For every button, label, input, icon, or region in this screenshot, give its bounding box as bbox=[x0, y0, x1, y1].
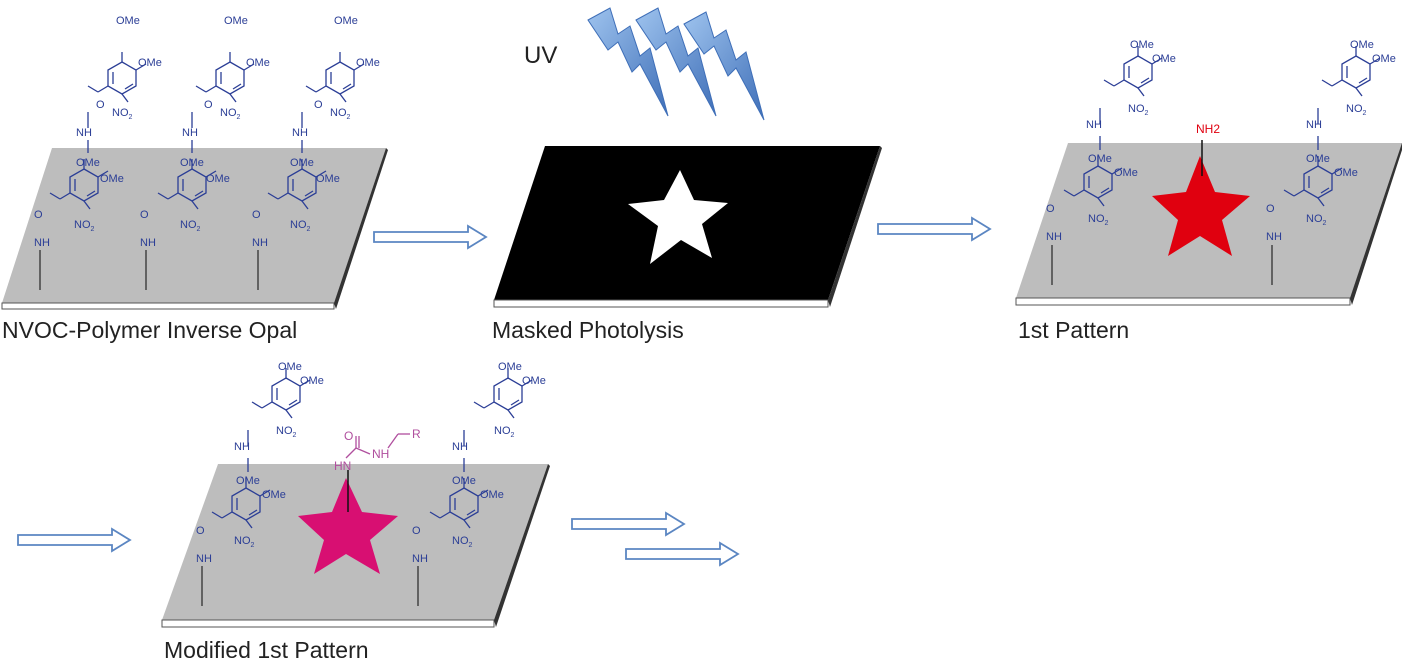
o-label: O bbox=[314, 99, 323, 111]
ome-label: OMe bbox=[356, 57, 380, 69]
ome-label: OMe bbox=[76, 157, 100, 169]
no2-label: NO2 bbox=[1128, 103, 1149, 117]
no2-label: NO2 bbox=[1306, 213, 1327, 227]
nh-label: NH bbox=[76, 127, 92, 139]
panel3-caption: 1st Pattern bbox=[1018, 317, 1129, 343]
o-label: O bbox=[34, 209, 43, 221]
no2-label: NO2 bbox=[1346, 103, 1367, 117]
ome-label: OMe bbox=[290, 157, 314, 169]
no2-label: NO2 bbox=[276, 425, 297, 439]
ome-label: OMe bbox=[480, 489, 504, 501]
nh-label: NH bbox=[1266, 231, 1282, 243]
right-arrow-icon bbox=[625, 542, 739, 566]
ome-label: OMe bbox=[498, 361, 522, 373]
nvoc-molecule-1 bbox=[39, 51, 147, 290]
nvoc-molecule-2 bbox=[145, 51, 255, 290]
panel-first-pattern: OMe OMe NH NO2 OMe OMe NO2 O NH OMe OMe … bbox=[1015, 39, 1402, 343]
ome-label: OMe bbox=[1334, 167, 1358, 179]
nh-label: NH bbox=[1306, 119, 1322, 131]
no2-label: NO2 bbox=[220, 107, 241, 121]
nh-label: NH bbox=[452, 441, 468, 453]
ome-label: OMe bbox=[180, 157, 204, 169]
panel-masked-photolysis: UV Masked Photolysis bbox=[492, 7, 882, 343]
right-arrow-icon bbox=[571, 512, 685, 536]
o-label: O bbox=[1266, 203, 1275, 215]
ome-label: OMe bbox=[452, 475, 476, 487]
ome-label: OMe bbox=[1372, 53, 1396, 65]
ome-label: OMe bbox=[116, 15, 140, 27]
ome-label: OMe bbox=[1152, 53, 1176, 65]
star-icon bbox=[298, 478, 398, 574]
ome-label: OMe bbox=[206, 173, 230, 185]
nvoc-molecule-1 bbox=[1051, 45, 1163, 285]
no2-label: NO2 bbox=[112, 107, 133, 121]
nh-label: NH bbox=[182, 127, 198, 139]
nh-label: NH bbox=[1046, 231, 1062, 243]
o-label: O bbox=[412, 525, 421, 537]
panel2-caption: Masked Photolysis bbox=[492, 317, 684, 343]
ome-label: OMe bbox=[246, 57, 270, 69]
nh-label: NH bbox=[140, 237, 156, 249]
hn-label: HN bbox=[334, 459, 351, 473]
o-label: O bbox=[1046, 203, 1055, 215]
ome-label: OMe bbox=[224, 15, 248, 27]
urea-linker bbox=[345, 433, 410, 459]
nh-label: NH bbox=[34, 237, 50, 249]
nh-label: NH bbox=[234, 441, 250, 453]
panel-modified-first-pattern: OMe OMe NH NO2 OMe OMe NO2 O NH OMe OMe … bbox=[161, 361, 550, 663]
ome-label: OMe bbox=[1306, 153, 1330, 165]
nvoc-molecule-2 bbox=[417, 367, 533, 606]
right-arrow-icon bbox=[373, 225, 487, 249]
no2-label: NO2 bbox=[452, 535, 473, 549]
no2-label: NO2 bbox=[494, 425, 515, 439]
star-icon bbox=[628, 170, 728, 264]
ome-label: OMe bbox=[1130, 39, 1154, 51]
no2-label: NO2 bbox=[234, 535, 255, 549]
no2-label: NO2 bbox=[74, 219, 95, 233]
ome-label: OMe bbox=[316, 173, 340, 185]
nh-label: NH bbox=[252, 237, 268, 249]
uv-label: UV bbox=[524, 42, 557, 69]
panel1-caption: NVOC-Polymer Inverse Opal bbox=[2, 317, 297, 343]
panel-nvoc-polymer: OMe OMe O NH NO2 OMe OMe NO2 O NH OMe OM… bbox=[1, 15, 388, 343]
ome-label: OMe bbox=[236, 475, 260, 487]
ome-label: OMe bbox=[100, 173, 124, 185]
no2-label: NO2 bbox=[290, 219, 311, 233]
no2-label: NO2 bbox=[330, 107, 351, 121]
ome-label: OMe bbox=[1114, 167, 1138, 179]
ome-label: OMe bbox=[278, 361, 302, 373]
right-arrow-icon bbox=[17, 528, 131, 552]
right-arrow-icon bbox=[877, 217, 991, 241]
nh-label: NH bbox=[292, 127, 308, 139]
r-group-label: R bbox=[412, 427, 421, 441]
nh-label: NH bbox=[196, 553, 212, 565]
star-icon bbox=[1152, 156, 1250, 256]
o-label: O bbox=[204, 99, 213, 111]
nh-label: NH bbox=[1086, 119, 1102, 131]
ome-label: OMe bbox=[522, 375, 546, 387]
amine-label: NH2 bbox=[1196, 122, 1220, 136]
o-label: O bbox=[196, 525, 205, 537]
nh-label: NH bbox=[412, 553, 428, 565]
ome-label: OMe bbox=[334, 15, 358, 27]
nvoc-molecule-1 bbox=[201, 367, 311, 606]
ome-label: OMe bbox=[262, 489, 286, 501]
ome-label: OMe bbox=[1350, 39, 1374, 51]
no2-label: NO2 bbox=[180, 219, 201, 233]
ome-label: OMe bbox=[1088, 153, 1112, 165]
nh-label: NH bbox=[372, 447, 389, 461]
nvoc-molecule-2 bbox=[1271, 45, 1381, 285]
ome-label: OMe bbox=[300, 375, 324, 387]
ome-label: OMe bbox=[138, 57, 162, 69]
o-label: O bbox=[252, 209, 261, 221]
o-label: O bbox=[140, 209, 149, 221]
panel4-caption: Modified 1st Pattern bbox=[164, 637, 369, 663]
o-label: O bbox=[344, 429, 353, 443]
no2-label: NO2 bbox=[1088, 213, 1109, 227]
o-label: O bbox=[96, 99, 105, 111]
nvoc-molecule-3 bbox=[257, 51, 365, 290]
